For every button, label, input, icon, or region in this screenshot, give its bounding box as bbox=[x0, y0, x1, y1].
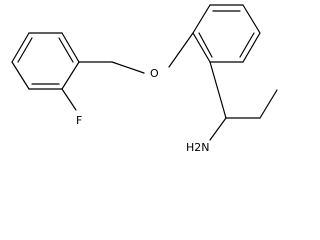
bond bbox=[192, 32, 211, 63]
ring-phenyl-left bbox=[11, 32, 80, 90]
bond bbox=[61, 61, 80, 90]
bond bbox=[111, 61, 145, 74]
bond-to-fluorine bbox=[61, 88, 77, 111]
bond bbox=[168, 32, 194, 68]
chemical-structure: O F H2N bbox=[11, 4, 278, 154]
ring-phenyl-right bbox=[192, 4, 261, 63]
bond bbox=[209, 61, 227, 119]
bond bbox=[11, 61, 30, 90]
amine-atom-label: H2N bbox=[186, 141, 210, 154]
bond bbox=[259, 89, 278, 119]
fluorine-atom-label: F bbox=[76, 114, 82, 127]
bond bbox=[242, 32, 261, 63]
ether-linkage bbox=[78, 32, 194, 74]
bond bbox=[242, 4, 261, 34]
bond bbox=[192, 4, 211, 34]
bond bbox=[61, 32, 80, 63]
bond bbox=[11, 32, 30, 63]
double-bond-inner bbox=[58, 37, 74, 63]
oxygen-atom-label: O bbox=[150, 67, 159, 80]
double-bond-inner bbox=[17, 37, 33, 63]
bond bbox=[209, 117, 227, 141]
double-bond-inner bbox=[198, 32, 213, 58]
double-bond-inner bbox=[239, 32, 255, 58]
propylamine-chain bbox=[209, 61, 278, 141]
